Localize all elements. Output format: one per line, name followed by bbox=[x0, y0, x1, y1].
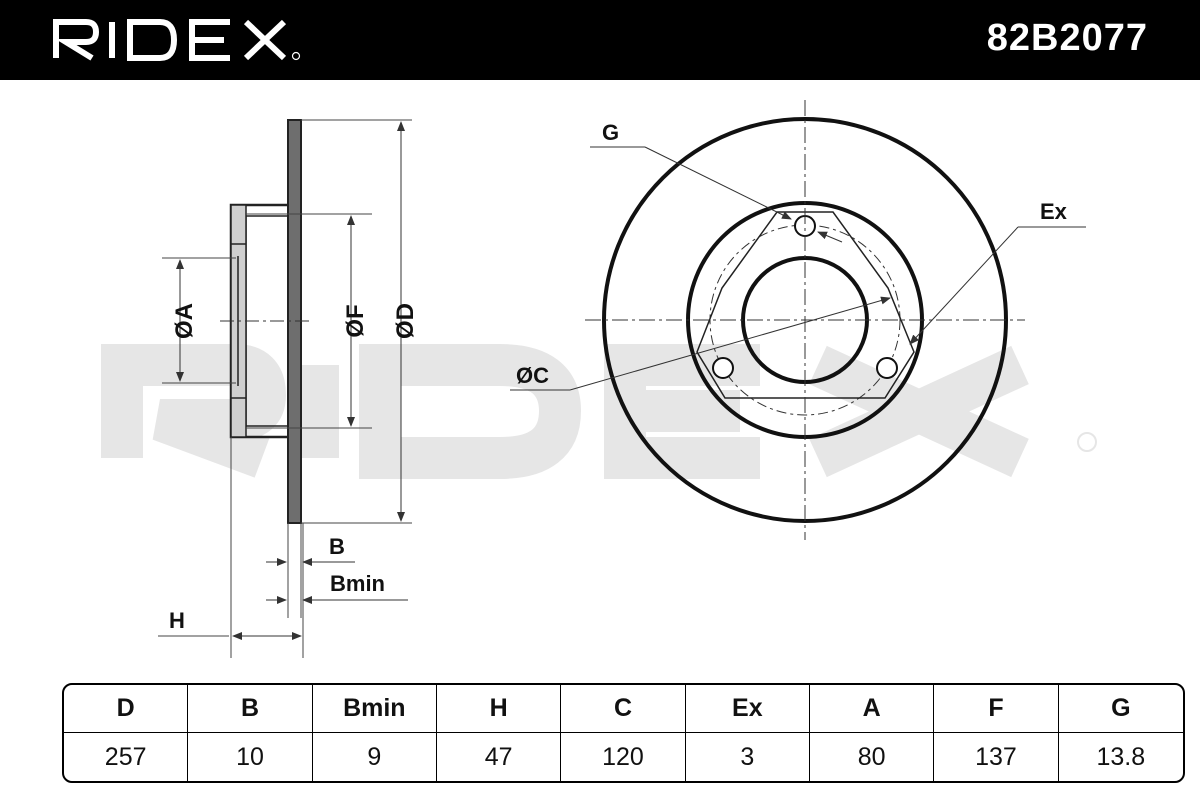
table-header-cell: G bbox=[1058, 685, 1183, 733]
label-dia-d: ØD bbox=[392, 303, 419, 339]
table-value-cell: 47 bbox=[437, 733, 562, 781]
table-value-cell: 257 bbox=[64, 733, 189, 781]
label-g: G bbox=[602, 120, 619, 145]
label-dia-c: ØC bbox=[516, 363, 549, 388]
table-value-cell: 80 bbox=[810, 733, 935, 781]
table-value-cell: 10 bbox=[188, 733, 313, 781]
table-header-cell: A bbox=[810, 685, 935, 733]
label-dia-a: ØA bbox=[171, 303, 198, 339]
label-bmin: Bmin bbox=[330, 571, 385, 596]
front-view: G Ex ØC bbox=[510, 100, 1086, 540]
label-h: H bbox=[169, 608, 185, 633]
table-value-cell: 13.8 bbox=[1096, 742, 1146, 771]
table-value-cell: 120 bbox=[561, 733, 686, 781]
label-dia-f: ØF bbox=[342, 304, 369, 337]
table-header-cell: B bbox=[188, 685, 313, 733]
table-header-cell: F bbox=[934, 685, 1059, 733]
side-view: ØA ØF ØD B Bmin H bbox=[158, 119, 419, 658]
table-value-cell: 9 bbox=[313, 733, 437, 781]
brake-disc-drawing: ØA ØF ØD B Bmin H G Ex bbox=[101, 100, 1097, 658]
header-bar: 82B2077 bbox=[0, 0, 1200, 80]
table-header-cell: D bbox=[64, 685, 189, 733]
part-number: 82B2077 bbox=[986, 17, 1148, 59]
label-b: B bbox=[329, 534, 345, 559]
table-header-cell: H bbox=[437, 685, 562, 733]
table-header-cell: C bbox=[561, 685, 686, 733]
table-header-cell: Bmin bbox=[312, 685, 437, 733]
table-header-cell: Ex bbox=[685, 685, 810, 733]
table-value-cell: 137 bbox=[934, 733, 1059, 781]
spec-table: D B Bmin H C Ex A F G 257 10 9 47 120 3 … bbox=[62, 683, 1185, 783]
brand-logo bbox=[53, 19, 301, 61]
label-ex: Ex bbox=[1040, 199, 1068, 224]
table-value-cell: 3 bbox=[686, 733, 810, 781]
